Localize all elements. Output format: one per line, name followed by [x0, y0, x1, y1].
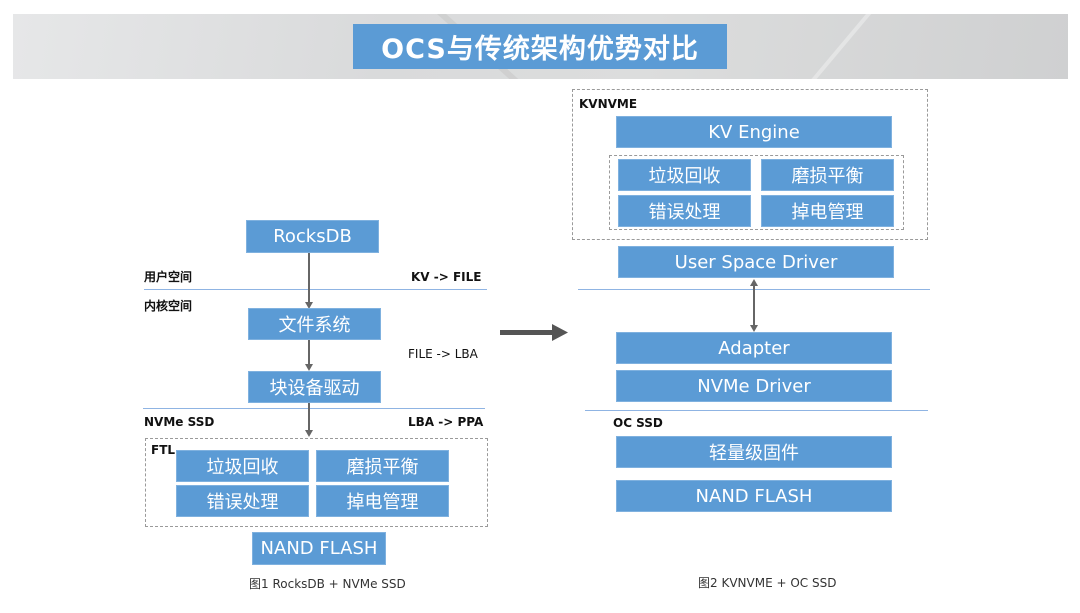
adapter-block: Adapter [616, 332, 892, 364]
kv-file-mapping: KV -> FILE [411, 270, 482, 284]
banner-decoration [769, 14, 901, 79]
file-system-block: 文件系统 [248, 308, 381, 340]
arrow-down-icon [305, 364, 313, 371]
nvme-driver-block: NVMe Driver [616, 370, 892, 402]
ftl-container [145, 438, 488, 527]
ftl-block-garbage-collection: 垃圾回收 [176, 450, 309, 482]
inner-ftl-container [609, 155, 904, 230]
user-space-driver-block: User Space Driver [618, 246, 894, 278]
kernel-space-label: 内核空间 [144, 299, 193, 313]
arrow-down-icon [305, 302, 313, 309]
file-lba-mapping: FILE -> LBA [408, 347, 478, 361]
right-arrow-icon [500, 324, 568, 341]
arrow-down-icon [305, 430, 313, 437]
firmware-block: 轻量级固件 [616, 436, 892, 468]
flow-line [308, 403, 310, 433]
nand-flash-block: NAND FLASH [252, 532, 386, 565]
arrow-down-icon [750, 325, 758, 332]
kvnvme-container [572, 89, 928, 240]
arrow-shaft [500, 330, 554, 335]
user-kernel-divider [144, 289, 487, 290]
ftl-block-wear-leveling: 磨损平衡 [316, 450, 449, 482]
nand-flash-block: NAND FLASH [616, 480, 892, 512]
ftl-block-error-handling: 错误处理 [176, 485, 309, 517]
kvnvme-label: KVNVME [579, 97, 638, 111]
nvme-ssd-label: NVMe SSD [144, 415, 215, 429]
kernel-device-divider [585, 410, 928, 411]
kernel-device-divider [143, 408, 485, 409]
ftl-block-power-loss: 掉电管理 [316, 485, 449, 517]
right-caption: 图2 KVNVME + OC SSD [698, 576, 837, 590]
inner-block-power-loss: 掉电管理 [761, 195, 894, 227]
arrow-head [552, 324, 568, 341]
inner-block-garbage-collection: 垃圾回收 [618, 159, 751, 191]
inner-block-error-handling: 错误处理 [618, 195, 751, 227]
flow-line [308, 340, 310, 368]
flow-line [308, 253, 310, 305]
oc-ssd-label: OC SSD [613, 416, 663, 430]
page-title: OCS与传统架构优势对比 [353, 24, 727, 69]
block-driver-block: 块设备驱动 [248, 371, 381, 403]
arrow-up-icon [750, 279, 758, 286]
bidirectional-line [753, 284, 755, 326]
lba-ppa-mapping: LBA -> PPA [408, 415, 484, 429]
inner-block-wear-leveling: 磨损平衡 [761, 159, 894, 191]
ftl-label: FTL [151, 443, 176, 457]
left-caption: 图1 RocksDB + NVMe SSD [249, 577, 406, 591]
kv-engine-block: KV Engine [616, 116, 892, 148]
rocksdb-block: RocksDB [246, 220, 379, 253]
user-space-label: 用户空间 [144, 270, 193, 284]
